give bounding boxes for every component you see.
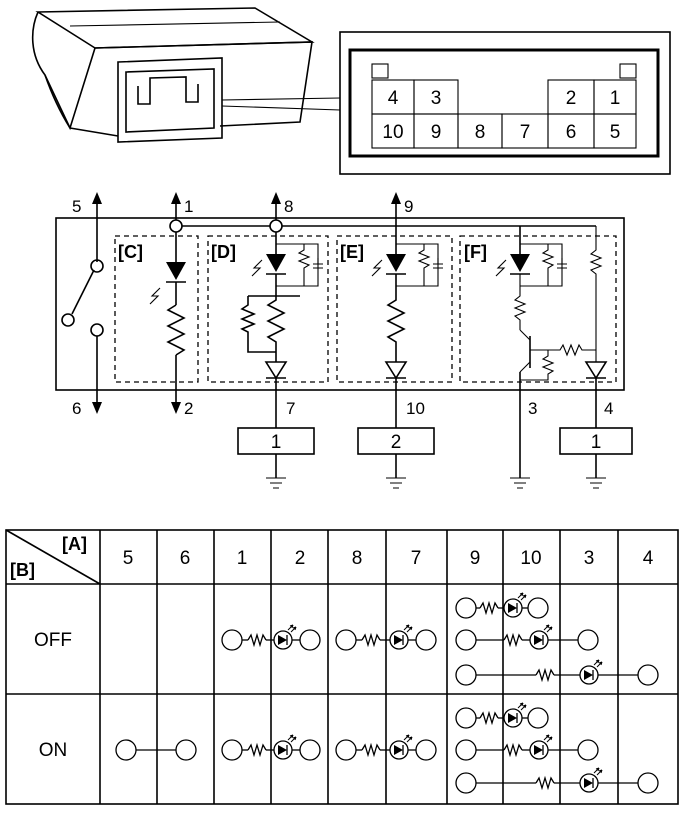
load-label: 1 bbox=[591, 432, 602, 453]
pin-label: 9 bbox=[431, 122, 442, 143]
ground-symbol bbox=[266, 477, 606, 489]
column-header: 8 bbox=[352, 548, 363, 569]
pin-label: 8 bbox=[475, 122, 486, 143]
column-header: 2 bbox=[295, 548, 306, 569]
column-header: 5 bbox=[123, 548, 134, 569]
section-f-box bbox=[459, 235, 617, 383]
terminal-label: 8 bbox=[284, 197, 293, 216]
pin-label: 7 bbox=[520, 122, 531, 143]
section-c-box bbox=[114, 235, 199, 383]
section-e-box bbox=[336, 235, 453, 383]
continuity-symbol bbox=[455, 592, 659, 686]
load-label: 2 bbox=[391, 432, 402, 453]
terminal-label: 4 bbox=[604, 399, 613, 418]
section-f-label: [F] bbox=[464, 242, 487, 262]
header-a-label: [A] bbox=[62, 534, 87, 554]
continuity-symbol bbox=[221, 734, 321, 761]
column-header: 7 bbox=[411, 548, 422, 569]
load-label: 1 bbox=[271, 432, 282, 453]
continuity-symbol bbox=[335, 624, 437, 651]
continuity-symbol bbox=[335, 734, 437, 761]
row-label-off: OFF bbox=[34, 630, 72, 651]
column-header: 10 bbox=[520, 548, 541, 569]
terminal-label: 2 bbox=[184, 399, 193, 418]
section-c-label: [C] bbox=[118, 242, 143, 262]
pin-label: 3 bbox=[431, 88, 442, 109]
circuit-schematic: [C] [D] [E] [F] 5 6 1 2 bbox=[55, 192, 633, 489]
pin-label: 2 bbox=[566, 88, 577, 109]
column-header: 9 bbox=[470, 548, 481, 569]
connector-pin-face: 4 3 2 1 10 9 8 7 6 5 bbox=[339, 31, 671, 175]
row-label-on: ON bbox=[39, 740, 68, 761]
column-header: 4 bbox=[643, 548, 654, 569]
section-d-label: [D] bbox=[211, 242, 236, 262]
connector-housing-illustration bbox=[31, 7, 341, 143]
connection-table: [A] [B] 5 6 1 2 8 7 9 10 3 4 OFF ON bbox=[5, 529, 679, 805]
module-outline bbox=[55, 217, 625, 391]
terminal-label: 7 bbox=[286, 399, 295, 418]
header-diagonal bbox=[5, 529, 101, 585]
column-header: 1 bbox=[237, 548, 248, 569]
continuity-symbol bbox=[221, 624, 321, 651]
column-header: 3 bbox=[584, 548, 595, 569]
section-d-box bbox=[207, 235, 329, 383]
terminal-label: 6 bbox=[72, 399, 81, 418]
terminal-label: 1 bbox=[184, 197, 193, 216]
pin-label: 10 bbox=[382, 122, 403, 143]
continuity-symbol bbox=[455, 702, 659, 794]
section-e-label: [E] bbox=[340, 242, 364, 262]
terminal-label: 10 bbox=[406, 399, 425, 418]
pin-label: 5 bbox=[610, 122, 621, 143]
header-b-label: [B] bbox=[10, 560, 35, 580]
pin-label: 1 bbox=[610, 88, 621, 109]
pin-label: 6 bbox=[566, 122, 577, 143]
column-header: 6 bbox=[180, 548, 191, 569]
terminal-label: 3 bbox=[528, 399, 537, 418]
terminal-label: 9 bbox=[404, 197, 413, 216]
pin-label: 4 bbox=[388, 88, 399, 109]
continuity-symbol bbox=[115, 739, 197, 761]
terminal-label: 5 bbox=[72, 197, 81, 216]
